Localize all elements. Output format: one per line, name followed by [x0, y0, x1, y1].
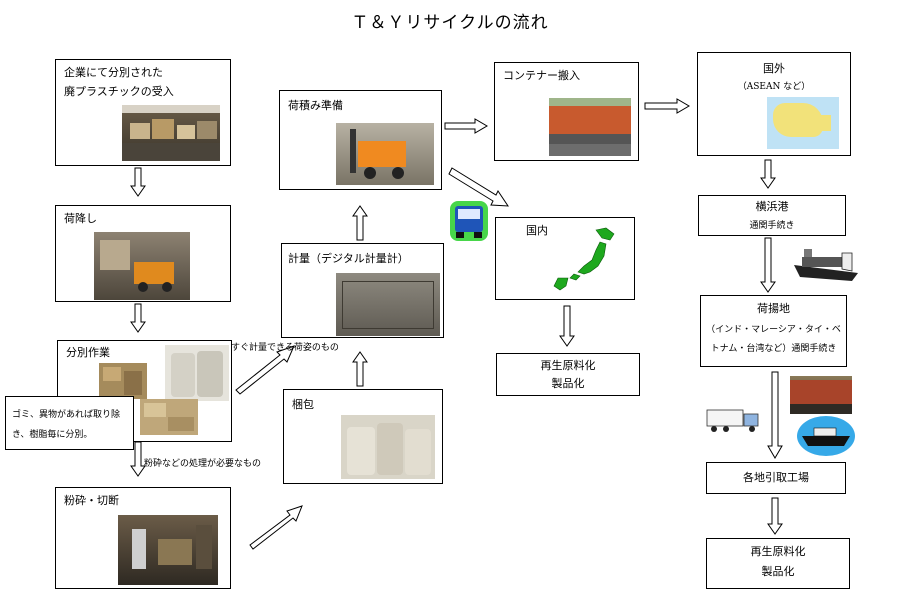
overseas-sub: （ASEAN など）: [737, 82, 811, 92]
page-title: Ｔ＆Ｙリサイクルの流れ: [351, 13, 549, 33]
step-container-label: コンテナー搬入: [503, 69, 580, 82]
arrow-weigh-to-loadprep: [352, 205, 368, 241]
load-prep-forklift-photo: [336, 123, 434, 185]
sort-bags-photo: [165, 345, 229, 401]
arrow-yokohama-to-port: [760, 237, 776, 293]
step-unload: 荷降し: [55, 205, 231, 302]
arrow-port-to-factories: [767, 371, 783, 459]
japan-map-icon: [553, 227, 615, 291]
arrow-receive-to-unload: [130, 167, 146, 197]
arrow-container-to-overseas: [644, 98, 690, 114]
yokohama-sub: 通関手続き: [749, 221, 795, 231]
arrow-sort-to-weigh: [235, 345, 295, 395]
arrow-sort-to-crush: [130, 441, 146, 477]
trailer-truck-icon: [706, 409, 759, 432]
step-factories: 各地引取工場: [706, 462, 846, 494]
step-weigh-label: 計量（デジタル計量計）: [288, 252, 409, 265]
pack-bags-photo: [341, 415, 435, 479]
step-load-prep: 荷積み準備: [279, 90, 442, 190]
yokohama-label: 横浜港: [755, 200, 789, 213]
step-yokohama: 横浜港 通関手続き: [698, 195, 846, 236]
step-unloading-port: 荷揚地 （インド・マレーシア・タイ・ベ トナム・台湾など）通関手続き: [700, 295, 847, 367]
container-truck-photo: [549, 98, 631, 156]
step-recycle-domestic: 再生原料化 製品化: [496, 353, 640, 396]
step-sort-label: 分別作業: [66, 346, 110, 359]
arrow-loadprep-to-domestic: [448, 167, 509, 207]
arrow-domestic-to-recycle: [559, 305, 575, 347]
step-domestic: 国内: [495, 217, 635, 300]
step-receive-line1: 企業にて分別された: [64, 66, 163, 79]
recycle-domestic-line1: 再生原料化: [540, 359, 596, 372]
sort-boxes-photo: [99, 363, 147, 399]
step-sort: 分別作業: [57, 340, 232, 442]
sort-note-line1: ゴミ、異物があれば取り除: [12, 410, 121, 420]
step-unload-label: 荷降し: [64, 212, 97, 225]
factories-label: 各地引取工場: [743, 471, 809, 484]
step-recycle-overseas: 再生原料化 製品化: [706, 538, 850, 589]
sort-note: ゴミ、異物があれば取り除 き、樹脂毎に分別。: [5, 396, 134, 450]
note-weigh-ready: すぐ計量できる荷姿のもの: [231, 343, 339, 353]
recycle-overseas-line2: 製品化: [761, 565, 795, 578]
step-load-prep-label: 荷積み準備: [288, 99, 343, 112]
step-pack: 梱包: [283, 389, 443, 484]
sort-sacks-photo: [140, 399, 198, 435]
ferry-icon: [797, 416, 855, 456]
step-domestic-label: 国内: [526, 224, 548, 237]
arrow-overseas-to-yokohama: [760, 159, 776, 189]
crush-machine-photo: [118, 515, 218, 585]
recycle-overseas-line1: 再生原料化: [750, 545, 806, 558]
unloading-port-line2: （インド・マレーシア・タイ・ベ: [706, 325, 841, 335]
overseas-label: 国外: [763, 62, 785, 75]
arrow-loadprep-to-container: [444, 118, 488, 134]
arrow-pack-to-weigh: [352, 351, 368, 387]
weigh-scale-photo: [336, 273, 440, 336]
step-receive-line2: 廃プラスチックの受入: [64, 85, 174, 98]
recycle-domestic-line2: 製品化: [551, 377, 585, 390]
sort-note-line2: き、樹脂毎に分別。: [12, 430, 93, 440]
truck-icon: [450, 201, 488, 241]
step-overseas: 国外 （ASEAN など）: [697, 52, 851, 156]
step-container: コンテナー搬入: [494, 62, 639, 161]
receive-photo: [122, 105, 220, 161]
step-weigh: 計量（デジタル計量計）: [281, 243, 444, 338]
arrow-unload-to-sort: [130, 303, 146, 333]
step-pack-label: 梱包: [292, 398, 314, 411]
arrow-crush-to-pack: [249, 505, 303, 550]
step-crush-label: 粉砕・切断: [64, 494, 119, 507]
note-needs-crush: 粉砕などの処理が必要なもの: [144, 459, 262, 469]
unloading-port-line3: トナム・台湾など）通関手続き: [710, 344, 837, 354]
asia-map-icon: [767, 97, 839, 149]
cargo-ship-icon: [794, 249, 858, 281]
arrow-factories-to-recycle: [767, 497, 783, 535]
step-receive: 企業にて分別された 廃プラスチックの受入: [55, 59, 231, 166]
freight-train-icon: [790, 376, 852, 414]
unloading-port-label: 荷揚地: [757, 302, 790, 315]
step-crush: 粉砕・切断: [55, 487, 231, 589]
unload-forklift-photo: [94, 232, 190, 300]
